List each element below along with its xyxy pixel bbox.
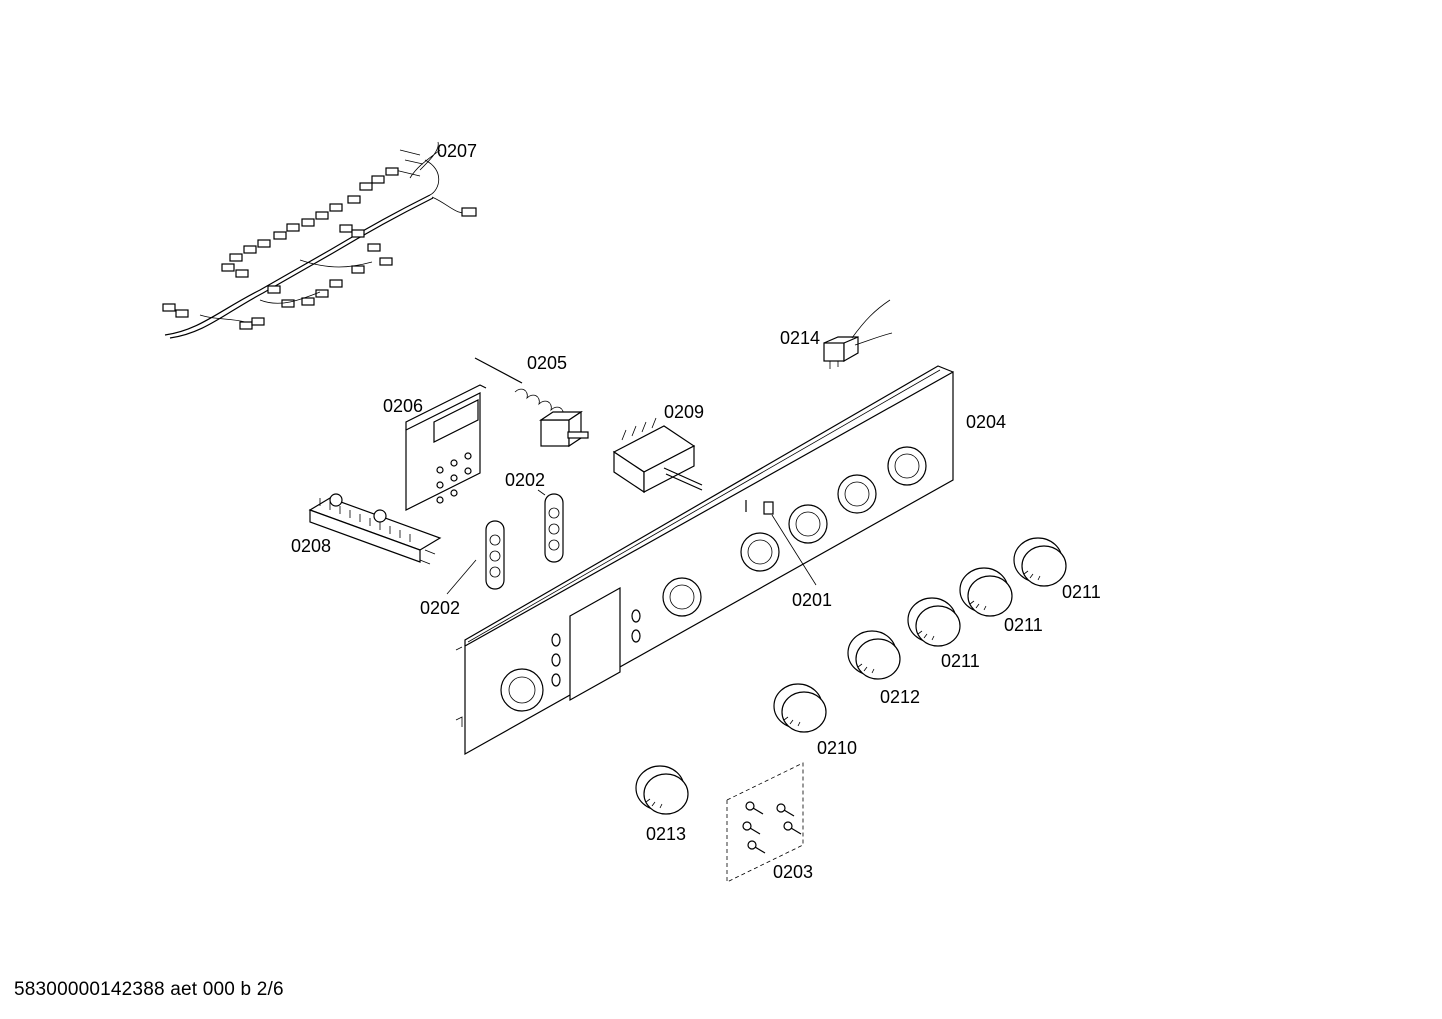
document-reference-footer: 58300000142388 aet 000 b 2/6	[14, 979, 284, 1000]
callout-0202: 0202	[420, 598, 460, 618]
callout-0207: 0207	[437, 141, 477, 161]
contact-strip-part-0208[interactable]	[308, 493, 442, 565]
switch-part-0214[interactable]	[823, 299, 893, 369]
light-guide-part-0202-right[interactable]	[544, 493, 564, 563]
control-knob-part-0211[interactable]	[1013, 537, 1067, 587]
wiring-harness-part-0207[interactable]	[162, 141, 477, 339]
control-knob-part-0211[interactable]	[907, 597, 961, 647]
callout-0205: 0205	[527, 353, 567, 373]
callout-0201: 0201	[792, 590, 832, 610]
knob-opening	[887, 446, 927, 486]
knob-opening	[662, 577, 702, 617]
selector-switch-part-0209[interactable]	[612, 417, 703, 494]
leader-lines	[446, 489, 817, 595]
knob-opening	[500, 668, 544, 712]
control-knob-part-0212[interactable]	[847, 630, 901, 680]
callout-0214: 0214	[780, 328, 820, 348]
screw-set-part-0203[interactable]	[726, 762, 804, 883]
callout-0209: 0209	[664, 402, 704, 422]
control-knob-part-0210[interactable]	[773, 683, 827, 733]
callout-0213: 0213	[646, 824, 686, 844]
control-knob-part-0213[interactable]	[635, 765, 689, 815]
callout-labels: 0207 0214 0205 0206 0209 0204 0202 0208 …	[291, 141, 1101, 882]
callout-0204: 0204	[966, 412, 1006, 432]
callout-0203: 0203	[773, 862, 813, 882]
callout-0211: 0211	[1062, 582, 1101, 602]
knob-opening	[740, 532, 780, 572]
electronic-module-part-0206[interactable]	[405, 384, 487, 511]
callout-0208: 0208	[291, 536, 331, 556]
knob-opening	[788, 504, 828, 544]
callout-0202: 0202	[505, 470, 545, 490]
callout-0210: 0210	[817, 738, 857, 758]
thermostat-part-0205[interactable]	[474, 357, 589, 448]
light-guide-part-0202-left[interactable]	[485, 520, 505, 590]
knob-opening	[837, 474, 877, 514]
control-panel-part-0204[interactable]	[455, 365, 954, 756]
callout-0211: 0211	[1004, 615, 1043, 635]
callout-0206: 0206	[383, 396, 423, 416]
control-knob-part-0211[interactable]	[959, 567, 1013, 617]
callout-0211: 0211	[941, 651, 980, 671]
callout-0212: 0212	[880, 687, 920, 707]
